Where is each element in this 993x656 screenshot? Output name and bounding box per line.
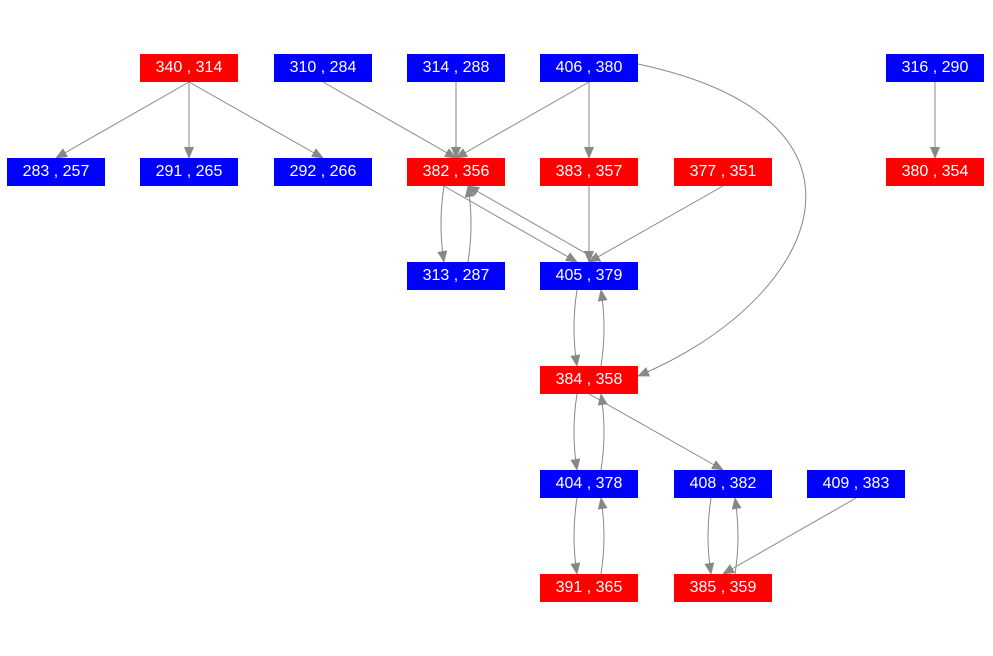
node-384[interactable]: 384 , 358 — [540, 366, 638, 394]
edge-384-to-404 — [570, 393, 581, 471]
edge-391-to-404 — [597, 497, 608, 575]
node-314[interactable]: 314 , 288 — [407, 54, 505, 82]
edge-406-to-384 — [637, 63, 807, 377]
edge-384-to-405 — [597, 289, 608, 367]
edge-340-to-283 — [55, 81, 190, 159]
node-404[interactable]: 404 , 378 — [540, 470, 638, 498]
node-316[interactable]: 316 , 290 — [886, 54, 984, 82]
node-383[interactable]: 383 , 357 — [540, 158, 638, 186]
edge-404-to-384 — [597, 393, 608, 471]
node-385[interactable]: 385 , 359 — [674, 574, 772, 602]
node-406[interactable]: 406 , 380 — [540, 54, 638, 82]
edge-406-to-382 — [455, 81, 590, 159]
node-310[interactable]: 310 , 284 — [274, 54, 372, 82]
node-283[interactable]: 283 , 257 — [7, 158, 105, 186]
edge-377-to-405 — [588, 185, 724, 263]
edge-340-to-292 — [188, 81, 324, 159]
edge-384-to-408 — [588, 393, 724, 471]
node-313[interactable]: 313 , 287 — [407, 262, 505, 290]
node-340[interactable]: 340 , 314 — [140, 54, 238, 82]
edge-310-to-382 — [322, 81, 457, 159]
node-292[interactable]: 292 , 266 — [274, 158, 372, 186]
edge-408-to-385 — [704, 497, 715, 575]
edge-313-to-382 — [464, 185, 475, 263]
node-409[interactable]: 409 , 383 — [807, 470, 905, 498]
node-291[interactable]: 291 , 265 — [140, 158, 238, 186]
node-408[interactable]: 408 , 382 — [674, 470, 772, 498]
node-377[interactable]: 377 , 351 — [674, 158, 772, 186]
edge-405-to-384 — [570, 289, 581, 367]
edge-382-to-313 — [437, 185, 448, 263]
node-391[interactable]: 391 , 365 — [540, 574, 638, 602]
edge-382-to-405 — [443, 185, 578, 263]
edge-409-to-385 — [722, 497, 857, 575]
node-382[interactable]: 382 , 356 — [407, 158, 505, 186]
edge-405-to-382 — [467, 185, 602, 263]
edge-404-to-391 — [570, 497, 581, 575]
edge-385-to-408 — [731, 497, 742, 575]
node-380[interactable]: 380 , 354 — [886, 158, 984, 186]
node-405[interactable]: 405 , 379 — [540, 262, 638, 290]
